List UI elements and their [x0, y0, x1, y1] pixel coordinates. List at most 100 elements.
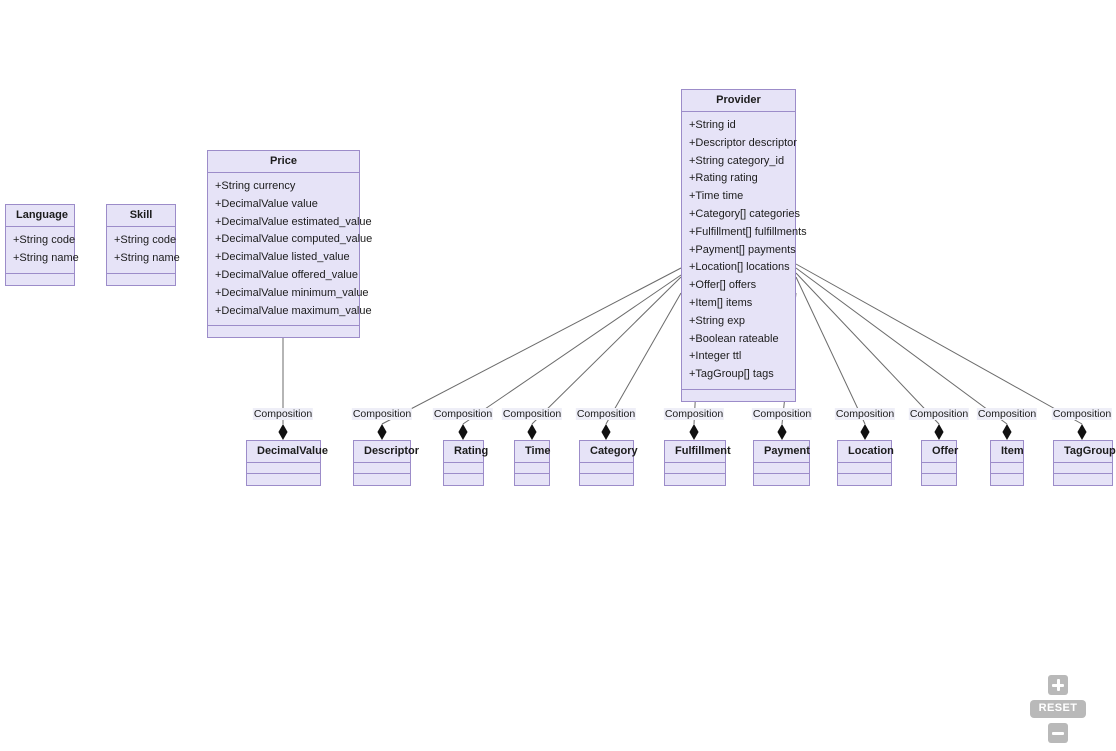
uml-class-title: Language — [6, 205, 74, 227]
uml-class-title: Price — [208, 151, 359, 173]
uml-attributes-compartment: +String id+Descriptor descriptor+String … — [682, 112, 807, 390]
uml-operations-compartment — [922, 474, 956, 485]
uml-attributes-compartment — [247, 463, 320, 474]
uml-class-time[interactable]: Time — [514, 440, 550, 486]
uml-attribute: +String id — [689, 119, 736, 131]
uml-operations-compartment — [838, 474, 891, 485]
uml-class-title: Rating — [444, 441, 488, 463]
composition-diamond — [1077, 423, 1087, 441]
uml-operations-compartment — [208, 326, 359, 338]
uml-attribute: +Category[] categories — [689, 207, 800, 220]
uml-class-title: Skill — [107, 205, 175, 227]
uml-attribute: +Location[] locations — [689, 261, 790, 274]
uml-class-title: Category — [580, 441, 638, 463]
uml-class-decimalvalue[interactable]: DecimalValue — [246, 440, 328, 486]
uml-attributes-compartment — [580, 463, 633, 474]
uml-operations-compartment — [515, 474, 549, 485]
zoom-out-button[interactable] — [1048, 723, 1068, 743]
composition-diamond — [527, 423, 537, 441]
uml-class-title: Provider — [682, 90, 795, 112]
uml-class-title: TagGroup — [1054, 441, 1116, 463]
relationship-line — [795, 272, 940, 425]
uml-operations-compartment — [580, 474, 633, 485]
uml-attributes-compartment — [515, 463, 549, 474]
uml-class-taggroup[interactable]: TagGroup — [1053, 440, 1116, 486]
uml-attribute: +DecimalValue offered_value — [215, 268, 358, 281]
composition-diamond — [458, 423, 468, 441]
uml-attribute: +Rating rating — [689, 172, 758, 185]
uml-operations-compartment — [1054, 474, 1112, 485]
relationship-label: Composition — [751, 408, 813, 420]
relationship-line — [795, 276, 866, 425]
uml-operations-compartment — [354, 474, 410, 485]
zoom-controls[interactable]: RESET — [1024, 675, 1092, 743]
composition-diamond — [1002, 423, 1012, 441]
uml-operations-compartment — [247, 474, 320, 485]
zoom-in-button[interactable] — [1048, 675, 1068, 695]
relationship-label: Composition — [663, 408, 725, 420]
uml-class-skill[interactable]: Skill+String code+String name — [106, 204, 180, 286]
uml-attributes-compartment — [354, 463, 410, 474]
uml-operations-compartment — [682, 389, 795, 401]
relationship-label: Composition — [432, 408, 494, 420]
uml-attributes-compartment: +String currency+DecimalValue value+Deci… — [208, 173, 372, 327]
uml-attribute: +Boolean rateable — [689, 332, 779, 345]
relationship-line — [795, 267, 1008, 425]
uml-class-title: Descriptor — [354, 441, 419, 463]
uml-class-title: Payment — [754, 441, 810, 463]
uml-operations-compartment — [754, 474, 809, 485]
relationship-line — [381, 267, 682, 425]
uml-class-title: Offer — [922, 441, 958, 463]
relationship-line — [605, 292, 682, 425]
relationship-label: Composition — [908, 408, 970, 420]
uml-operations-compartment — [665, 474, 725, 485]
relationship-line — [531, 276, 682, 425]
uml-class-offer[interactable]: Offer — [921, 440, 958, 486]
composition-diamond — [934, 423, 944, 441]
composition-diamond — [777, 423, 787, 441]
uml-attributes-compartment: +String code+String name — [6, 227, 79, 274]
uml-class-item[interactable]: Item — [990, 440, 1024, 486]
uml-operations-compartment — [6, 273, 74, 285]
uml-class-location[interactable]: Location — [837, 440, 894, 486]
composition-diamond — [601, 423, 611, 441]
uml-attributes-compartment — [922, 463, 956, 474]
uml-attributes-compartment — [1054, 463, 1112, 474]
uml-attribute: +String currency — [215, 180, 296, 192]
uml-operations-compartment — [107, 273, 175, 285]
uml-attribute: +Fulfillment[] fulfillments — [689, 225, 807, 238]
uml-attribute: +String name — [13, 251, 79, 264]
uml-class-rating[interactable]: Rating — [443, 440, 488, 486]
uml-attribute: +Descriptor descriptor — [689, 136, 797, 149]
uml-class-descriptor[interactable]: Descriptor — [353, 440, 419, 486]
uml-class-title: Location — [838, 441, 894, 463]
composition-diamond — [278, 423, 288, 441]
uml-class-category[interactable]: Category — [579, 440, 638, 486]
uml-attribute: +Time time — [689, 190, 744, 203]
relationship-line — [462, 274, 682, 425]
relationship-label: Composition — [575, 408, 637, 420]
uml-attribute: +TagGroup[] tags — [689, 368, 774, 381]
uml-class-payment[interactable]: Payment — [753, 440, 810, 486]
rel-price-decimalvalue — [278, 337, 288, 441]
zoom-reset-button[interactable]: RESET — [1029, 700, 1087, 718]
composition-diamond — [689, 423, 699, 441]
uml-class-provider[interactable]: Provider +String id +Descriptor descriptor… — [681, 89, 807, 402]
uml-attribute: +DecimalValue estimated_value — [215, 215, 372, 228]
uml-attribute: +String name — [114, 251, 180, 264]
uml-class-fulfillment[interactable]: Fulfillment — [664, 440, 731, 486]
relationship-label: Composition — [351, 408, 413, 420]
uml-class-title: Time — [515, 441, 550, 463]
uml-class-title: Fulfillment — [665, 441, 731, 463]
uml-attribute: +DecimalValue listed_value — [215, 251, 350, 264]
uml-class-price[interactable]: Price+String currency+DecimalValue value… — [207, 150, 372, 339]
uml-attribute: +Item[] items — [689, 296, 753, 309]
uml-attribute: +DecimalValue maximum_value — [215, 304, 372, 317]
uml-class-language[interactable]: Language+String code+String name — [5, 204, 79, 286]
uml-operations-compartment — [991, 474, 1023, 485]
relationship-label: Composition — [501, 408, 563, 420]
relationship-label: Composition — [834, 408, 896, 420]
composition-diamond — [377, 423, 387, 441]
